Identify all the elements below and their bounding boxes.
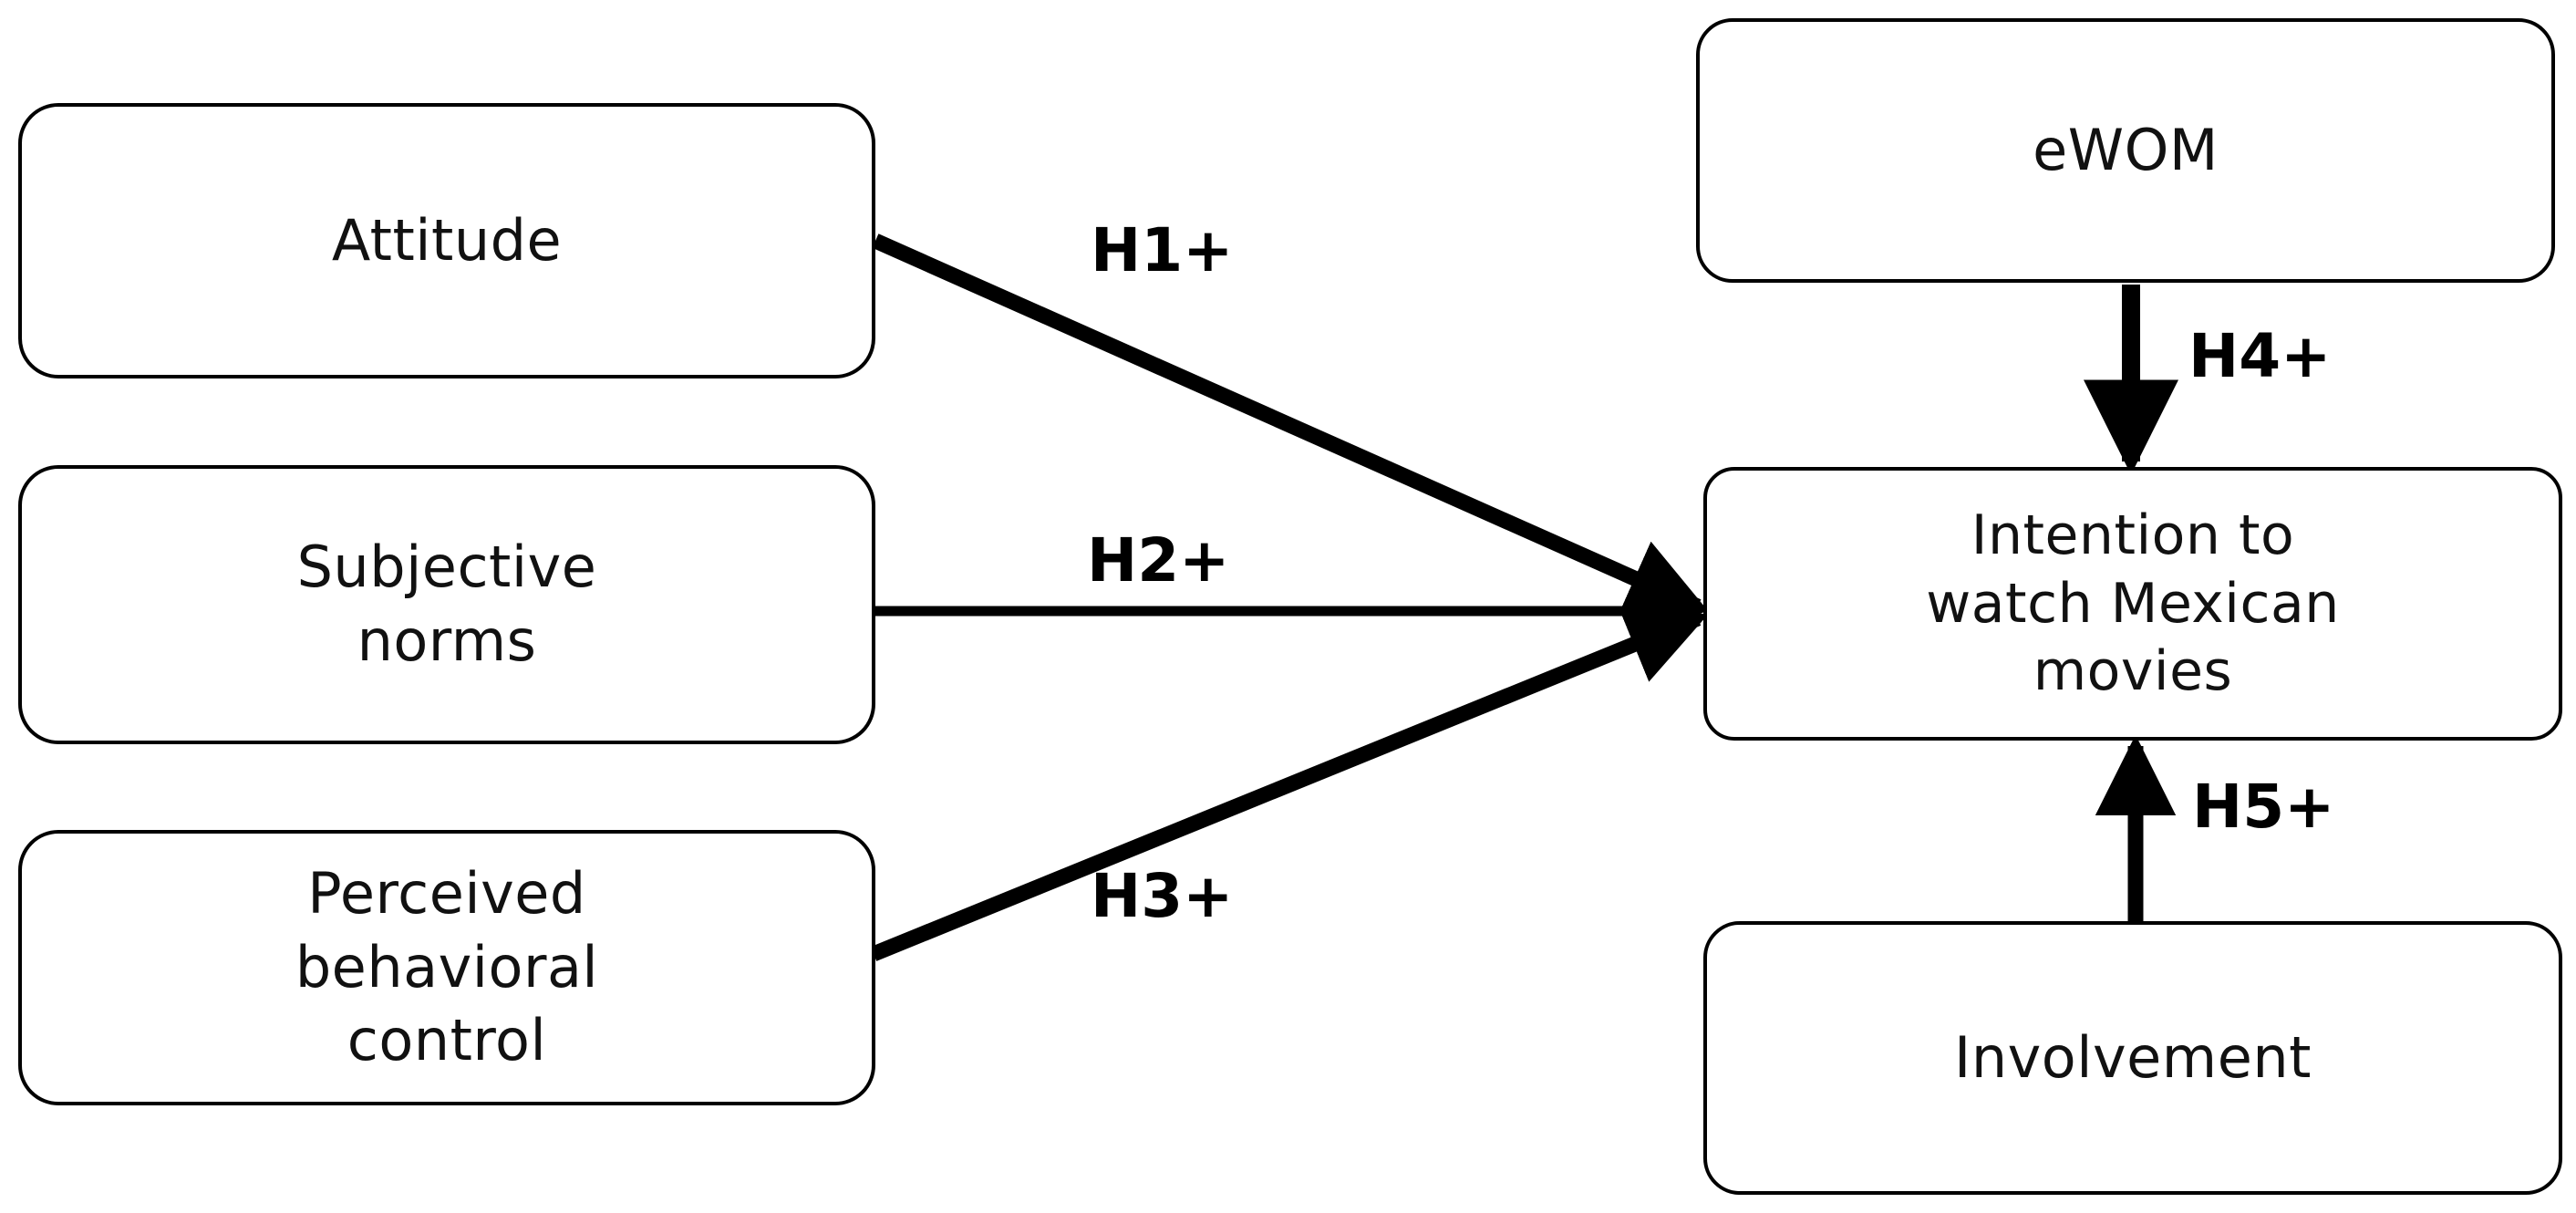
node-perceived-behavioral-control-label: Perceived behavioral control [295, 860, 599, 1074]
node-involvement-label: Involvement [1954, 1023, 2312, 1091]
node-attitude-label: Attitude [331, 206, 563, 274]
node-ewom[interactable]: eWOM [1696, 18, 2555, 283]
node-intention-label: Intention to watch Mexican movies [1926, 503, 2340, 704]
node-subjective-norms[interactable]: Subjective norms [18, 465, 875, 744]
node-involvement[interactable]: Involvement [1703, 921, 2562, 1195]
node-attitude[interactable]: Attitude [18, 103, 875, 378]
edge-label-h3: H3+ [1091, 861, 1234, 931]
edge-h3-line [870, 606, 1709, 961]
edge-h1-line [872, 233, 1709, 616]
edge-label-h1: H1+ [1091, 215, 1234, 285]
node-ewom-label: eWOM [2033, 116, 2219, 183]
node-perceived-behavioral-control[interactable]: Perceived behavioral control [18, 830, 875, 1105]
node-subjective-norms-label: Subjective norms [296, 534, 597, 674]
edge-label-h2: H2+ [1087, 525, 1230, 596]
node-intention-to-watch-mexican-movies[interactable]: Intention to watch Mexican movies [1703, 467, 2562, 741]
edge-label-h5: H5+ [2192, 772, 2335, 842]
edge-label-h4: H4+ [2188, 321, 2332, 391]
